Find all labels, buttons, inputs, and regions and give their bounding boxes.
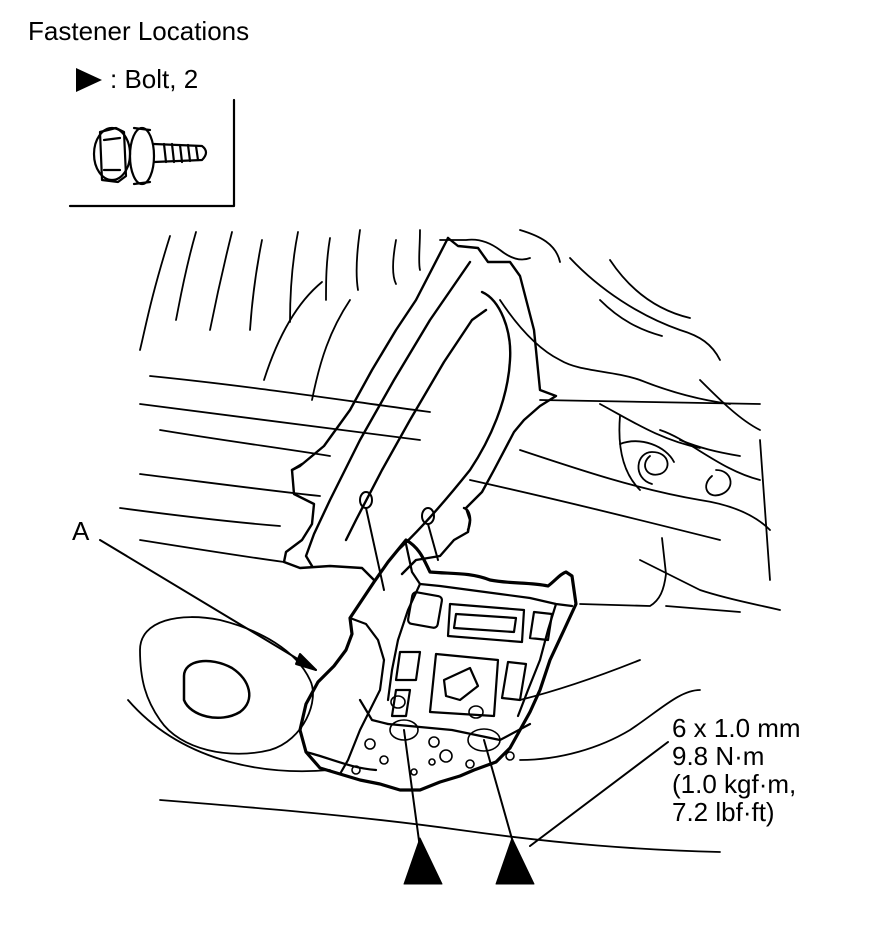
bolt-arrow-right [483,739,535,885]
bolt-size: 6 x 1.0 mm [672,713,801,743]
crossmember-rail [282,236,558,582]
diagram-title: Fastener Locations [28,16,250,46]
bolt-inset-box [68,98,236,208]
bracket-a [298,538,578,792]
leader-line-a [99,539,317,671]
body-panel-lines [119,229,781,613]
leader-line-spec [529,741,669,847]
torque-nm: 9.8 N·m [672,741,765,771]
torque-kgf: (1.0 kgf·m, [672,769,797,799]
torque-spec: 6 x 1.0 mm 9.8 N·m (1.0 kgf·m, 7.2 lbf·f… [672,714,801,826]
bracket-holes [351,695,515,776]
body-swirl-details [619,440,732,497]
legend-text: : Bolt, 2 [110,64,199,94]
triangle-arrow-icon [76,67,102,92]
fastener-legend: : Bolt, 2 [76,64,198,95]
rail-bolt-holes [359,491,439,591]
bolt-icon [92,126,208,186]
callout-label-a: A [72,516,90,546]
wheel-well [127,616,721,853]
torque-lbf: 7.2 lbf·ft) [672,797,775,827]
bolt-arrow-left [403,729,443,885]
